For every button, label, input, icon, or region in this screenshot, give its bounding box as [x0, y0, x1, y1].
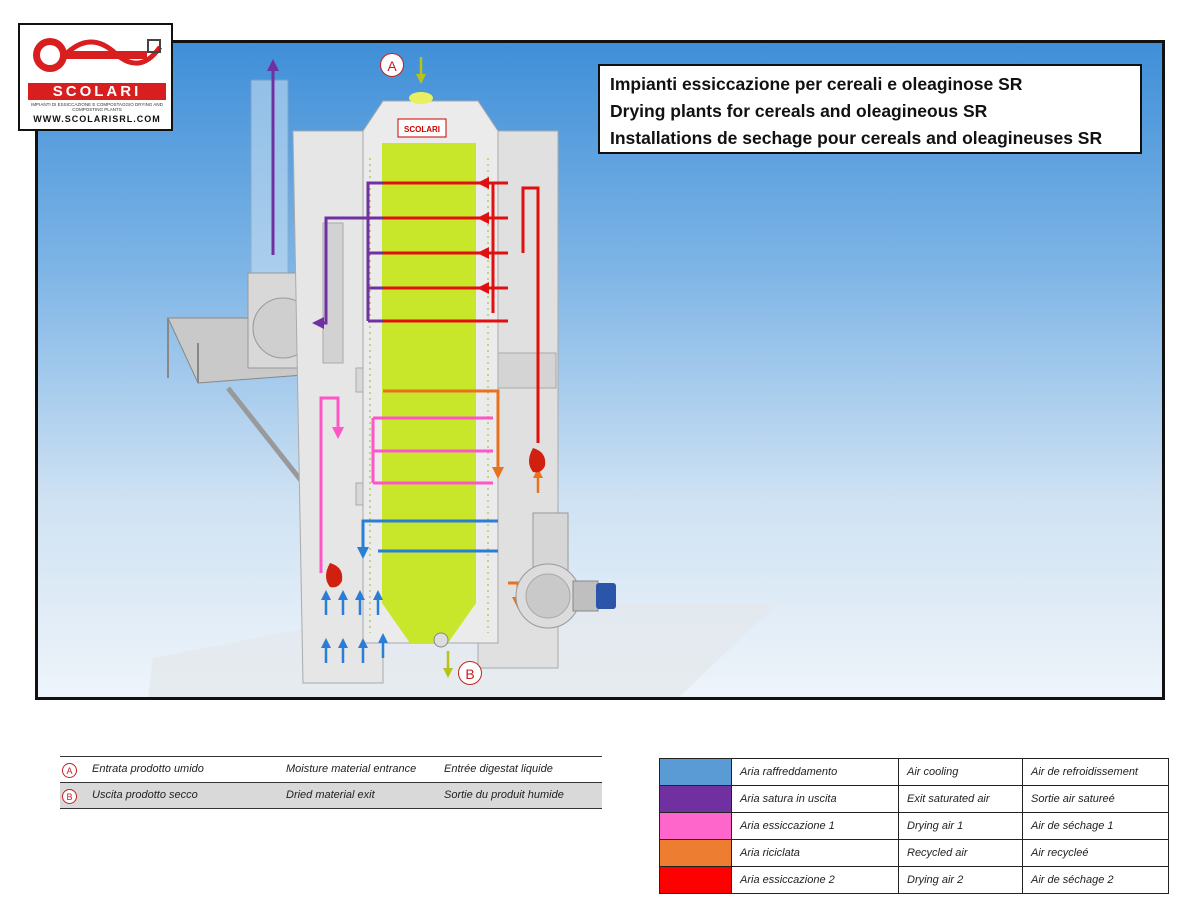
- air-label-fr: Air de séchage 1: [1022, 812, 1169, 840]
- air-label-it: Aria riciclata: [731, 839, 899, 867]
- air-label-it: Aria satura in uscita: [731, 785, 899, 813]
- logo-tagline: IMPIANTI DI ESSICCAZIONE E COMPOSTAGGIO …: [31, 102, 163, 112]
- logo-brand-name: SCOLARI: [28, 83, 166, 100]
- dryer-illustration: SCOLARI: [148, 57, 778, 697]
- air-label-it: Aria essiccazione 1: [731, 812, 899, 840]
- legend-marker-a: A: [62, 763, 77, 778]
- legend-row-outlet: B Uscita prodotto secco Dried material e…: [60, 782, 602, 809]
- motor-icon: [596, 583, 616, 609]
- air-label-fr: Air recycleé: [1022, 839, 1169, 867]
- lower-fan-duct: [532, 512, 569, 574]
- legend-label-en: Dried material exit: [286, 789, 375, 801]
- title-italian: Impianti essiccazione per cereali e olea…: [610, 74, 1023, 94]
- scolari-logo: SCOLARI IMPIANTI DI ESSICCAZIONE E COMPO…: [18, 23, 173, 131]
- legend-row-inlet: A Entrata prodotto umido Moisture materi…: [60, 756, 602, 782]
- air-color-swatch: [659, 866, 732, 894]
- air-color-swatch: [659, 758, 732, 786]
- inlet-hopper: [409, 92, 433, 104]
- air-label-en: Drying air 1: [898, 812, 1023, 840]
- panel-logo: [397, 118, 447, 138]
- panel-logo-text: SCOLARI: [404, 125, 440, 134]
- cooling-air-flow: [357, 519, 498, 559]
- logo-website[interactable]: WWW.SCOLARISRL.COM: [33, 114, 161, 124]
- grain-column: [382, 143, 476, 643]
- legend-label-it: Uscita prodotto secco: [92, 789, 198, 801]
- points-legend: A Entrata prodotto umido Moisture materi…: [60, 756, 602, 809]
- legend-label-fr: Sortie du produit humide: [444, 789, 564, 801]
- air-label-it: Aria essiccazione 2: [731, 866, 899, 894]
- air-label-it: Aria raffreddamento: [731, 758, 899, 786]
- air-label-fr: Air de refroidissement: [1022, 758, 1169, 786]
- discharge-valve: [433, 632, 449, 648]
- air-label-en: Recycled air: [898, 839, 1023, 867]
- marker-a: A: [380, 53, 404, 77]
- burner-flame-icon: [529, 448, 546, 473]
- air-color-swatch: [659, 785, 732, 813]
- air-label-fr: Air de séchage 2: [1022, 866, 1169, 894]
- legend-label-it: Entrata prodotto umido: [92, 763, 204, 775]
- legend-label-en: Moisture material entrance: [286, 763, 417, 775]
- title-english: Drying plants for cereals and oleagineou…: [610, 101, 988, 121]
- air-label-fr: Sortie air satureé: [1022, 785, 1169, 813]
- legend-label-fr: Entrée digestat liquide: [444, 763, 553, 775]
- legend-marker-b: B: [62, 789, 77, 804]
- cooling-air-inlets: [321, 590, 388, 663]
- air-label-en: Exit saturated air: [898, 785, 1023, 813]
- drying-air-1-flow: [319, 396, 493, 573]
- marker-b: B: [458, 661, 482, 685]
- air-label-en: Air cooling: [898, 758, 1023, 786]
- exit-saturated-air-flow: [312, 181, 383, 329]
- air-label-en: Drying air 2: [898, 866, 1023, 894]
- logo-mark-icon: [33, 38, 163, 72]
- title-french: Installations de sechage pour cereals an…: [610, 128, 1103, 148]
- platform-strut: [226, 386, 305, 485]
- air-color-swatch: [659, 839, 732, 867]
- air-color-swatch: [659, 812, 732, 840]
- burner-flame-icon: [326, 563, 343, 588]
- title-box: Impianti essiccazione per cereali e olea…: [598, 64, 1142, 154]
- drying-air-2-flow: [383, 177, 540, 443]
